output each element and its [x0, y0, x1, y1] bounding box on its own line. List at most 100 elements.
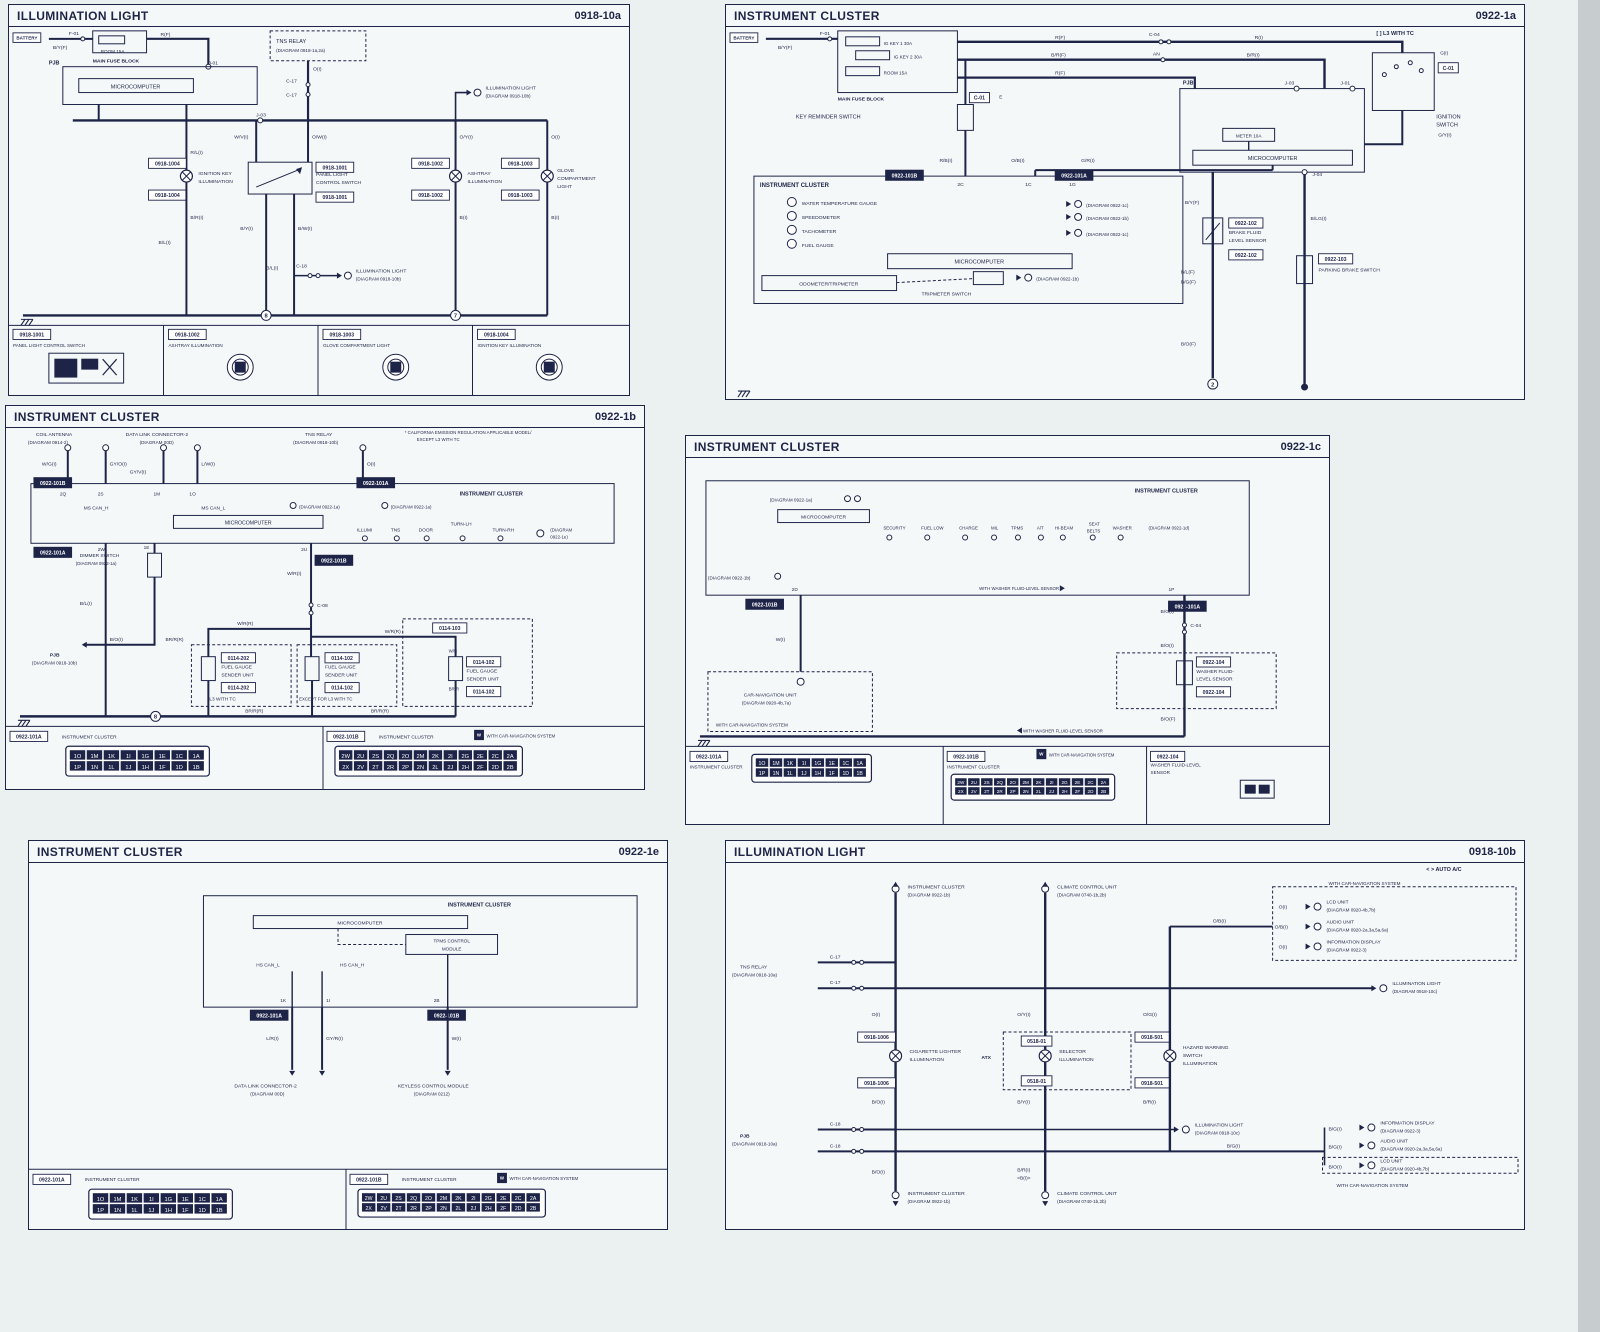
label: GY/V(I)	[130, 470, 147, 476]
splice-number: 2	[1211, 382, 1214, 388]
label: ASHTRAY	[468, 171, 492, 177]
pin-label: 1A	[193, 754, 200, 760]
label: W/R(R)	[237, 621, 253, 627]
label: (DIAGRAM 0922-1a)	[391, 504, 432, 509]
label: (DIAGRAM 0922-1a)	[76, 561, 117, 566]
component-box	[1175, 660, 1193, 686]
code-tag	[689, 750, 729, 762]
label: SPEEDOMETER	[802, 215, 841, 221]
arrow-icon	[1371, 985, 1377, 992]
pin-label: 1I	[802, 761, 806, 767]
code-tag	[729, 32, 759, 43]
pin-cell	[451, 1193, 466, 1202]
pin-cell	[853, 758, 866, 767]
switch-box	[247, 161, 313, 195]
code-tag-label: 0114-202	[228, 656, 250, 662]
pin-label: 1M	[772, 761, 779, 767]
component-box	[887, 253, 1073, 270]
pin-cell	[86, 750, 103, 760]
label: MS CAN_H	[84, 505, 109, 511]
pin-label: 2F	[477, 765, 484, 771]
pin-cell	[428, 761, 443, 771]
pin-label: 2W	[341, 754, 350, 760]
code-tag	[324, 682, 360, 694]
label: B/L(I)	[80, 601, 93, 607]
connector-circle	[473, 88, 482, 97]
label: ROOM 15A	[101, 49, 126, 54]
pin-cell	[496, 1193, 510, 1202]
connector-circle	[1059, 534, 1066, 541]
label: BR/R(R)	[245, 708, 263, 714]
pin-cell	[511, 1193, 525, 1202]
label: (DIAGRAM 0922-1b)	[1086, 216, 1129, 221]
pin-label: 2R	[410, 1206, 417, 1212]
component-box	[845, 66, 881, 77]
pin-label: 2X	[958, 789, 965, 794]
code-tag-label: 0918-1004	[484, 333, 509, 339]
component-box	[269, 30, 367, 62]
pin-cell	[443, 750, 458, 760]
label: B/O(F)	[1181, 341, 1196, 347]
pin-label: 2G	[485, 1196, 492, 1202]
filled-box	[390, 361, 402, 373]
pin-label: 1F	[182, 1208, 189, 1214]
code-tag	[33, 477, 73, 489]
connector-circle	[497, 535, 504, 542]
code-tag-label: 0918-1003	[508, 193, 533, 199]
arrow-icon	[81, 641, 87, 648]
label: LCD UNIT	[1326, 900, 1348, 906]
panel-instrument-cluster-0922-1c: INSTRUMENT CLUSTER 0922-1c INSTRUMENT CL…	[685, 435, 1330, 825]
label: C-18	[296, 264, 307, 270]
label: BELTS	[1087, 529, 1101, 534]
code-tag-label: 0918-1001	[19, 333, 44, 339]
pin-cell	[361, 1193, 376, 1202]
pin-label: 1D	[176, 765, 183, 771]
pin-label: 1M	[114, 1197, 122, 1203]
label: (DIAGRAM 0922-1b)	[708, 575, 751, 580]
label: B/O(I)	[1328, 1164, 1342, 1170]
connector-circle	[1393, 64, 1399, 70]
pin-label: 2F	[500, 1206, 506, 1212]
connector-circle	[257, 117, 264, 124]
pin-cell	[526, 1193, 540, 1202]
pin-cell	[458, 750, 473, 760]
code-tag-label: 0918-501	[1141, 1081, 1163, 1087]
pin-label: 2S	[984, 780, 990, 785]
code-tag	[356, 477, 396, 489]
label: ROOM 15A	[884, 71, 909, 76]
pin-label: 2P	[402, 765, 409, 771]
label: B/L(I)	[159, 240, 172, 246]
pin-label: 2K	[1036, 780, 1043, 785]
label: EXCEPT L3 WITH TC	[417, 437, 460, 442]
connector-circle	[459, 535, 466, 542]
label: W/G(I)	[42, 462, 57, 468]
label: HS CAN_L	[256, 962, 280, 968]
label: BR/R(R)	[371, 708, 389, 714]
pin-cell	[92, 1193, 109, 1203]
label: CHARGE	[959, 526, 978, 531]
label: (DIAGRAM 0918-10b)	[356, 277, 402, 282]
pin-cell	[143, 1193, 160, 1203]
label: PJB	[50, 653, 60, 659]
component-box	[707, 671, 873, 732]
connector-circle	[1166, 39, 1172, 45]
label: R/B(I)	[939, 158, 952, 164]
pin-label: 2I	[471, 1196, 475, 1202]
label: SWITCH	[1436, 122, 1458, 128]
component-box	[777, 509, 870, 524]
pin-label: 2X	[342, 765, 349, 771]
label: INSTRUMENT CLUSTER	[1135, 489, 1198, 495]
pin-label: 2U	[380, 1196, 387, 1202]
pin-label: 1K	[787, 761, 794, 767]
pin-cell	[171, 761, 187, 771]
label: W(I)	[776, 637, 786, 643]
pin-cell	[398, 750, 413, 760]
switch-arrow-icon	[296, 167, 303, 175]
arrow-icon	[319, 1070, 326, 1076]
filled-box	[543, 361, 555, 373]
panel-header: INSTRUMENT CLUSTER 0922-1c	[686, 436, 1329, 458]
label: ILLUMI	[357, 527, 372, 533]
wire	[957, 76, 1196, 89]
wire	[957, 40, 1404, 53]
label: (DIAGRAM 0920-4b,7b)	[1380, 1166, 1429, 1171]
